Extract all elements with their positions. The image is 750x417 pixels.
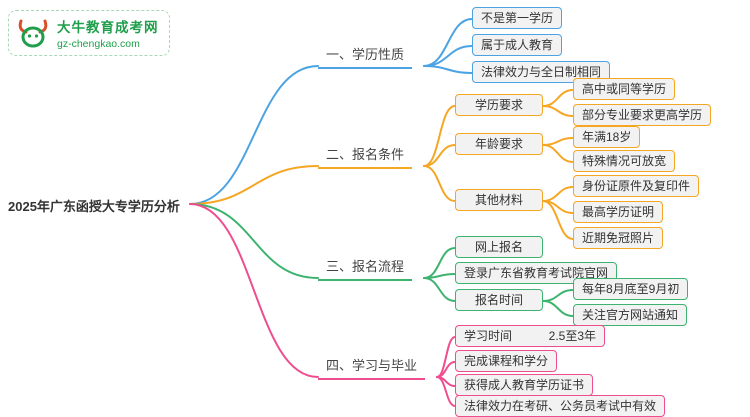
- study-duration-label: 学习时间: [464, 329, 513, 343]
- logo-text: 大牛教育成考网 gz-chengkao.com: [57, 16, 159, 50]
- node-legal-equal-fulltime: 法律效力与全日制相同: [472, 61, 611, 83]
- node-official-notice: 关注官方网站通知: [573, 304, 688, 326]
- node-special-relaxed: 特殊情况可放宽: [573, 150, 676, 172]
- study-duration-value: 2.5至3年: [548, 329, 596, 343]
- node-online-registration: 网上报名: [455, 236, 543, 258]
- root-topic: 2025年广东函授大专学历分析: [8, 199, 180, 214]
- branch-registration-process: 三、报名流程: [318, 254, 413, 281]
- node-id-card-copy: 身份证原件及复印件: [573, 175, 700, 197]
- node-recent-photo: 近期免冠照片: [573, 227, 664, 249]
- node-adult-education-certificate: 获得成人教育学历证书: [455, 374, 594, 396]
- node-not-first-degree: 不是第一学历: [472, 7, 563, 29]
- node-highest-degree-proof: 最高学历证明: [573, 201, 664, 223]
- node-age-18: 年满18岁: [573, 126, 641, 148]
- node-highschool-equivalent: 高中或同等学历: [573, 78, 676, 100]
- logo-title: 大牛教育成考网: [57, 20, 159, 35]
- node-complete-courses-credits: 完成课程和学分: [455, 350, 558, 372]
- branch-study-graduation: 四、学习与毕业: [318, 353, 426, 380]
- node-age-requirement: 年龄要求: [455, 133, 543, 155]
- node-education-requirement: 学历要求: [455, 94, 543, 116]
- node-adult-education: 属于成人教育: [472, 34, 563, 56]
- node-some-majors-higher: 部分专业要求更高学历: [573, 104, 712, 126]
- node-aug-sep-period: 每年8月底至9月初: [573, 278, 689, 300]
- node-other-materials: 其他材料: [455, 189, 543, 211]
- logo-url: gz-chengkao.com: [57, 38, 140, 50]
- node-registration-time: 报名时间: [455, 289, 543, 311]
- bull-icon: [18, 19, 48, 48]
- branch-degree-nature: 一、学历性质: [318, 42, 413, 69]
- node-study-duration: 学习时间 2.5至3年: [455, 325, 605, 347]
- branch-registration-requirements: 二、报名条件: [318, 142, 413, 169]
- site-logo[interactable]: 大牛教育成考网 gz-chengkao.com: [8, 10, 170, 56]
- node-legal-validity-exams: 法律效力在考研、公务员考试中有效: [455, 395, 666, 417]
